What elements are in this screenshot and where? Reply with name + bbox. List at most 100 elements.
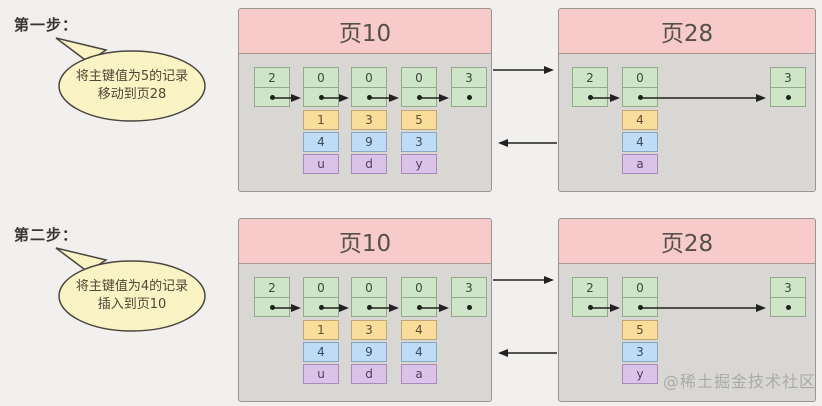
record-type-cell: 0	[622, 67, 658, 87]
primary-key-cell: 5	[622, 320, 658, 340]
next-pointer-cell	[572, 297, 608, 317]
record-column: 0 5 3 y	[401, 67, 437, 174]
column2-value-cell: 3	[622, 342, 658, 362]
record-type-cell: 2	[572, 277, 608, 297]
step-1-bubble-text: 将主键值为5的记录 移动到页28	[58, 52, 206, 120]
record-column: 0 3 9 d	[351, 67, 387, 174]
page-28-header: 页28	[559, 219, 815, 264]
next-pointer-cell	[770, 87, 806, 107]
record-pointer-dot	[637, 304, 643, 310]
step-2-section: 第二步： 将主键值为4的记录 插入到页10 页10 2 0 1 4 u 0	[0, 210, 822, 406]
record-column: 0 3 9 d	[351, 277, 387, 384]
record-type-cell: 0	[351, 277, 387, 297]
record-pointer-dot	[269, 304, 275, 310]
record-type-cell: 0	[401, 277, 437, 297]
record-type-cell: 3	[770, 277, 806, 297]
next-pointer-cell	[254, 87, 290, 107]
step-2-label: 第二步：	[14, 226, 79, 244]
record-column: 0 1 4 u	[303, 67, 339, 174]
record-type-cell: 0	[622, 277, 658, 297]
record-pointer-dot	[269, 94, 275, 100]
supremum-record-column: 3	[451, 277, 487, 317]
record-type-cell: 2	[254, 277, 290, 297]
next-pointer-cell	[254, 297, 290, 317]
column3-value-cell: y	[622, 364, 658, 384]
bubble-line-1: 将主键值为4的记录	[75, 279, 189, 294]
next-pointer-cell	[622, 87, 658, 107]
column2-value-cell: 9	[351, 132, 387, 152]
record-pointer-dot	[466, 304, 472, 310]
supremum-record-column: 3	[770, 277, 806, 317]
next-pointer-cell	[351, 87, 387, 107]
record-column: 0 4 4 a	[622, 67, 658, 174]
page-28-title: 页28	[660, 231, 714, 257]
next-pointer-cell	[770, 297, 806, 317]
step-1-section: 第一步： 将主键值为5的记录 移动到页28 页10 2 0 1 4 u	[0, 0, 822, 200]
infimum-record-column: 2	[572, 277, 608, 317]
column2-value-cell: 4	[401, 342, 437, 362]
column2-value-cell: 4	[303, 132, 339, 152]
page-10-header: 页10	[239, 9, 491, 54]
page-28-header: 页28	[559, 9, 815, 54]
primary-key-cell: 5	[401, 110, 437, 130]
column2-value-cell: 3	[401, 132, 437, 152]
record-pointer-dot	[416, 304, 422, 310]
column3-value-cell: a	[622, 154, 658, 174]
next-pointer-cell	[451, 87, 487, 107]
column2-value-cell: 9	[351, 342, 387, 362]
record-column: 0 1 4 u	[303, 277, 339, 384]
primary-key-cell: 4	[622, 110, 658, 130]
column3-value-cell: y	[401, 154, 437, 174]
column3-value-cell: u	[303, 154, 339, 174]
next-pointer-cell	[303, 87, 339, 107]
column2-value-cell: 4	[303, 342, 339, 362]
record-pointer-dot	[785, 304, 791, 310]
next-pointer-cell	[401, 87, 437, 107]
record-column: 0 4 4 a	[401, 277, 437, 384]
page-10-title: 页10	[338, 21, 392, 47]
infimum-record-column: 2	[572, 67, 608, 107]
page-28-title: 页28	[660, 21, 714, 47]
speech-bubble	[55, 247, 206, 332]
column3-value-cell: a	[401, 364, 437, 384]
speech-bubble	[55, 37, 206, 122]
primary-key-cell: 1	[303, 110, 339, 130]
column2-value-cell: 4	[622, 132, 658, 152]
record-type-cell: 2	[572, 67, 608, 87]
primary-key-cell: 4	[401, 320, 437, 340]
speech-bubble-body	[58, 260, 206, 332]
next-pointer-cell	[572, 87, 608, 107]
record-pointer-dot	[416, 94, 422, 100]
record-pointer-dot	[466, 94, 472, 100]
record-pointer-dot	[366, 304, 372, 310]
infimum-record-column: 2	[254, 67, 290, 107]
record-type-cell: 3	[451, 277, 487, 297]
record-type-cell: 3	[770, 67, 806, 87]
bubble-line-1: 将主键值为5的记录	[75, 69, 189, 84]
column3-value-cell: d	[351, 364, 387, 384]
record-column: 0 5 3 y	[622, 277, 658, 384]
supremum-record-column: 3	[451, 67, 487, 107]
page-10-header: 页10	[239, 219, 491, 264]
next-pointer-cell	[351, 297, 387, 317]
infimum-record-column: 2	[254, 277, 290, 317]
next-pointer-cell	[622, 297, 658, 317]
record-pointer-dot	[366, 94, 372, 100]
column3-value-cell: d	[351, 154, 387, 174]
record-pointer-dot	[318, 94, 324, 100]
record-type-cell: 0	[351, 67, 387, 87]
record-type-cell: 3	[451, 67, 487, 87]
next-pointer-cell	[303, 297, 339, 317]
record-type-cell: 0	[401, 67, 437, 87]
speech-bubble-body	[58, 50, 206, 122]
watermark-text: @稀土掘金技术社区	[662, 372, 816, 391]
column3-value-cell: u	[303, 364, 339, 384]
primary-key-cell: 3	[351, 320, 387, 340]
supremum-record-column: 3	[770, 67, 806, 107]
record-type-cell: 2	[254, 67, 290, 87]
record-pointer-dot	[637, 94, 643, 100]
page-28-box: 页28	[558, 8, 816, 192]
step-2-bubble-text: 将主键值为4的记录 插入到页10	[58, 262, 206, 330]
record-type-cell: 0	[303, 277, 339, 297]
